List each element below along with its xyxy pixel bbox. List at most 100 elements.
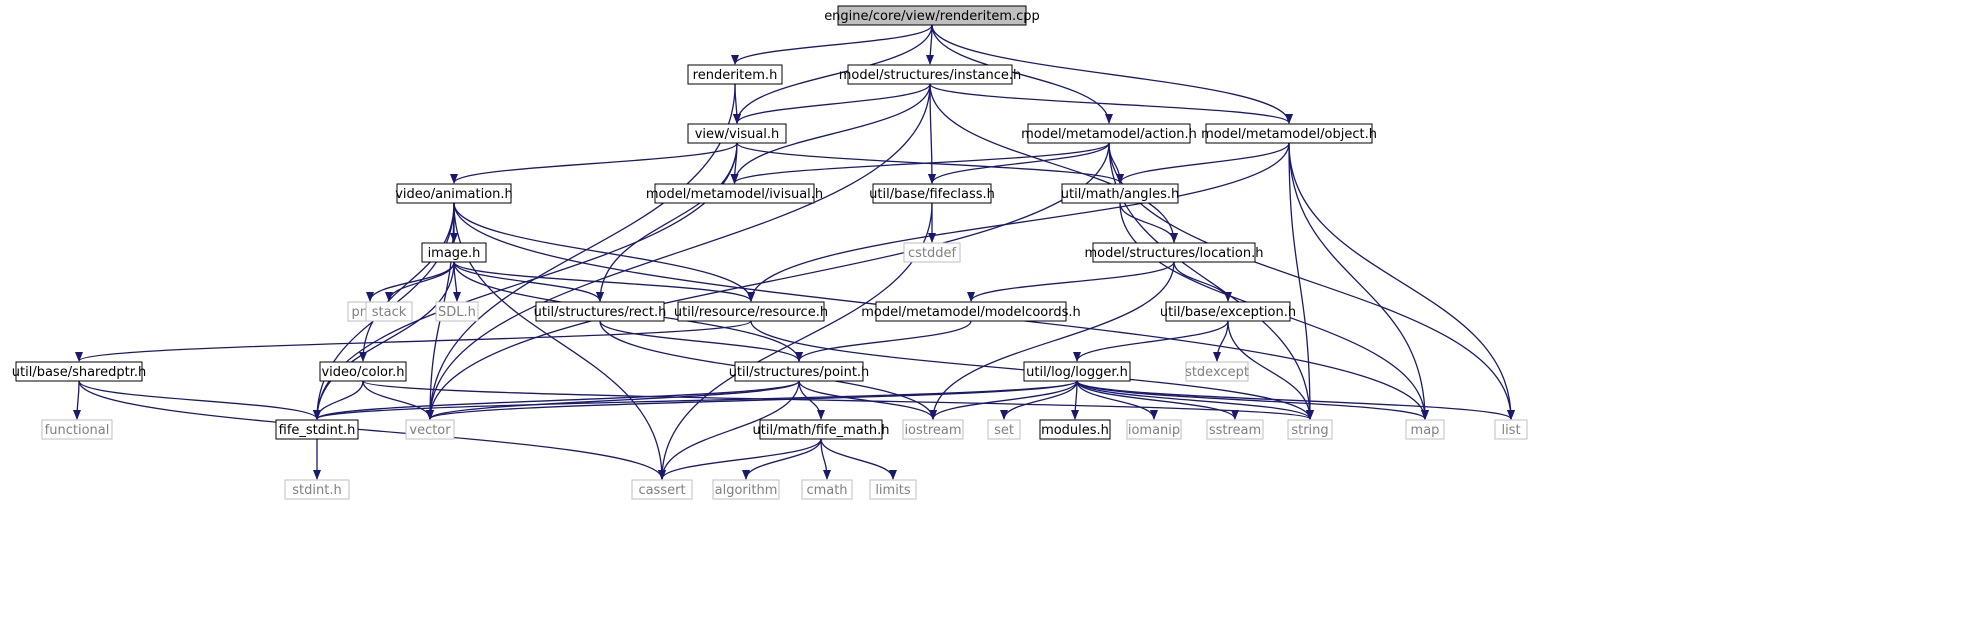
node-object_h[interactable]: model/metamodel/object.h: [1201, 123, 1377, 144]
node-stack-box: [365, 301, 413, 322]
edge-logger_h-to-string: [1076, 380, 1314, 420]
node-iomanip-box: [1126, 419, 1182, 440]
node-rect_h[interactable]: util/structures/rect.h: [534, 301, 667, 322]
edge-renderitem_h-to-vector: [426, 83, 736, 420]
node-modelcoords_h-label: model/metamodel/modelcoords.h: [861, 305, 1081, 320]
node-renderitem_h-box: [687, 64, 783, 85]
node-ivisual_h-box: [654, 183, 815, 204]
edge-exception_h-to-logger_h: [1073, 320, 1229, 362]
node-animation_h-box: [396, 183, 512, 204]
edge-instance_h-to-object_h: [929, 83, 1293, 124]
node-stdexcept-label: stdexcept: [1185, 365, 1249, 380]
node-cassert-box: [631, 479, 693, 500]
node-animation_h[interactable]: video/animation.h: [395, 183, 513, 204]
node-modules_h[interactable]: modules.h: [1039, 419, 1111, 440]
edge-sharedptr_h-to-functional: [73, 380, 82, 420]
node-limits: limits: [869, 479, 917, 500]
node-action_h[interactable]: model/metamodel/action.h: [1021, 123, 1197, 144]
node-modelcoords_h-box: [875, 301, 1067, 322]
node-image_h[interactable]: image.h: [421, 242, 487, 263]
node-sdl_h-label: SDL.h: [438, 305, 476, 320]
node-set-box: [987, 419, 1021, 440]
node-cmath-box: [801, 479, 853, 500]
edge-instance_h-to-visual_h: [733, 83, 931, 124]
node-location_h[interactable]: model/structures/location.h: [1085, 242, 1264, 263]
node-fife_stdint_h-box: [275, 419, 359, 440]
edges-layer: [73, 24, 1515, 480]
node-renderitem_h[interactable]: renderitem.h: [687, 64, 783, 85]
node-iomanip: iomanip: [1126, 419, 1182, 440]
node-point_h[interactable]: util/structures/point.h: [729, 361, 870, 382]
node-exception_h-box: [1165, 301, 1291, 322]
edge-modelcoords_h-to-point_h: [795, 320, 972, 362]
edge-instance_h-to-fifeclass_h: [927, 83, 936, 184]
edge-image_h-to-png_h: [366, 261, 455, 302]
node-algorithm: algorithm: [712, 479, 780, 500]
edge-fife_math_h-to-cmath: [820, 438, 831, 480]
node-string-box: [1287, 419, 1333, 440]
edge-point_h-to-fife_math_h: [798, 380, 825, 420]
node-vector-box: [405, 419, 455, 440]
node-root-label: engine/core/view/renderitem.cpp: [824, 9, 1040, 24]
node-instance_h-label: model/structures/instance.h: [839, 68, 1021, 83]
node-list-label: list: [1501, 423, 1520, 438]
node-cstddef: cstddef: [903, 242, 961, 263]
node-stdexcept: stdexcept: [1185, 361, 1249, 382]
node-set-label: set: [994, 423, 1014, 438]
node-fife_math_h[interactable]: util/math/fife_math.h: [753, 419, 890, 440]
node-instance_h[interactable]: model/structures/instance.h: [839, 64, 1021, 85]
node-angles_h-box: [1061, 183, 1179, 204]
node-resource_h-box: [677, 301, 825, 322]
edge-location_h-to-modelcoords_h: [967, 261, 1175, 302]
node-logger_h[interactable]: util/log/logger.h: [1023, 361, 1131, 382]
node-cstddef-label: cstddef: [908, 246, 957, 261]
node-iostream-box: [902, 419, 964, 440]
node-fife_math_h-box: [759, 419, 883, 440]
edge-visual_h-to-animation_h: [450, 142, 738, 184]
edge-animation_h-to-resource_h: [453, 202, 755, 302]
node-vector-label: vector: [409, 423, 451, 438]
node-modelcoords_h[interactable]: model/metamodel/modelcoords.h: [861, 301, 1081, 322]
node-angles_h[interactable]: util/math/angles.h: [1061, 183, 1180, 204]
node-root[interactable]: engine/core/view/renderitem.cpp: [824, 5, 1040, 26]
node-color_h-box: [319, 361, 407, 382]
node-rect_h-label: util/structures/rect.h: [534, 305, 667, 320]
node-image_h-label: image.h: [428, 246, 481, 261]
edge-root-to-action_h: [931, 24, 1113, 124]
node-stack-label: stack: [372, 305, 407, 320]
edge-color_h-to-string: [362, 380, 1314, 420]
edge-point_h-to-fife_stdint_h: [313, 380, 800, 420]
node-stack: stack: [365, 301, 413, 322]
node-stdint_h-label: stdint.h: [292, 483, 341, 498]
node-sdl_h: SDL.h: [435, 301, 479, 322]
node-fifeclass_h[interactable]: util/base/fifeclass.h: [869, 183, 995, 204]
edge-object_h-to-list: [1288, 142, 1515, 420]
node-map: map: [1405, 419, 1445, 440]
node-ivisual_h[interactable]: model/metamodel/ivisual.h: [646, 183, 823, 204]
node-list: list: [1494, 419, 1528, 440]
edge-fife_math_h-to-algorithm: [742, 438, 822, 480]
node-string-label: string: [1291, 423, 1328, 438]
edge-object_h-to-angles_h: [1116, 142, 1290, 184]
node-sharedptr_h[interactable]: util/base/sharedptr.h: [12, 361, 146, 382]
node-exception_h[interactable]: util/base/exception.h: [1160, 301, 1296, 322]
node-cassert-label: cassert: [638, 483, 685, 498]
node-fife_stdint_h[interactable]: fife_stdint.h: [275, 419, 359, 440]
node-iostream-label: iostream: [904, 423, 961, 438]
node-point_h-box: [734, 361, 864, 382]
node-vector: vector: [405, 419, 455, 440]
node-algorithm-label: algorithm: [715, 483, 778, 498]
node-fifeclass_h-box: [872, 183, 992, 204]
edge-image_h-to-stack: [385, 261, 455, 302]
node-object_h-box: [1205, 123, 1373, 144]
node-visual_h-box: [687, 123, 787, 144]
node-visual_h[interactable]: view/visual.h: [687, 123, 787, 144]
node-stdexcept-box: [1185, 361, 1249, 382]
node-color_h[interactable]: video/color.h: [319, 361, 407, 382]
edge-point_h-to-iostream: [798, 380, 937, 420]
node-resource_h[interactable]: util/resource/resource.h: [674, 301, 828, 322]
edge-sharedptr_h-to-fife_stdint_h: [78, 380, 321, 420]
node-cmath-label: cmath: [806, 483, 847, 498]
node-modules_h-box: [1039, 419, 1111, 440]
